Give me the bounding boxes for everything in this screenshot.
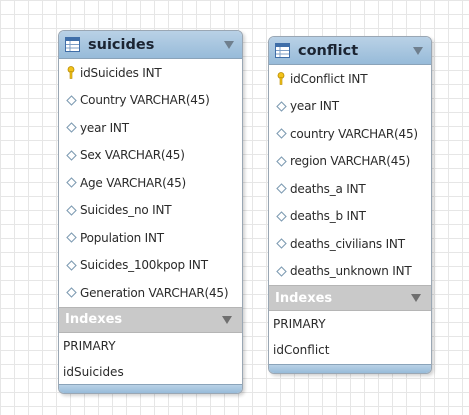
column-label: Suicides_no INT xyxy=(80,203,172,218)
column-label: year INT xyxy=(290,99,339,114)
column-label: region VARCHAR(45) xyxy=(290,154,411,169)
column-row[interactable]: Suicides_100kpop INT xyxy=(59,252,242,280)
column-label: country VARCHAR(45) xyxy=(290,126,418,141)
column-row[interactable]: idSuicides INT xyxy=(59,59,242,87)
column-label: deaths_a INT xyxy=(290,181,366,196)
primary-key-icon xyxy=(65,66,77,80)
table-header[interactable]: suicides xyxy=(59,31,242,59)
column-list: idConflict INT year INT country VARCHAR(… xyxy=(269,65,431,285)
table-footer xyxy=(269,364,431,373)
column-row[interactable]: country VARCHAR(45) xyxy=(269,120,431,148)
table-icon xyxy=(65,37,80,52)
column-diamond-icon xyxy=(65,94,77,106)
column-label: Suicides_100kpop INT xyxy=(80,258,208,273)
table-name: suicides xyxy=(88,36,155,53)
column-label: idConflict INT xyxy=(290,71,368,86)
table-footer xyxy=(59,384,242,393)
index-list: PRIMARY idSuicides xyxy=(59,333,242,385)
column-diamond-icon xyxy=(65,204,77,216)
column-diamond-icon xyxy=(275,128,287,140)
column-label: idSuicides INT xyxy=(80,65,162,80)
index-row[interactable]: idConflict xyxy=(273,343,330,357)
column-label: Age VARCHAR(45) xyxy=(80,175,186,190)
column-row[interactable]: region VARCHAR(45) xyxy=(269,148,431,176)
column-row[interactable]: deaths_b INT xyxy=(269,203,431,231)
index-row[interactable]: PRIMARY xyxy=(63,338,116,353)
column-diamond-icon xyxy=(275,265,287,277)
column-row[interactable]: Population INT xyxy=(59,224,242,252)
collapse-chevron-icon[interactable] xyxy=(411,44,425,58)
collapse-chevron-icon[interactable] xyxy=(409,291,423,305)
table-conflict[interactable]: conflict idConflict INT year INT country… xyxy=(268,36,432,374)
column-row[interactable]: Country VARCHAR(45) xyxy=(59,87,242,115)
indexes-label: Indexes xyxy=(65,312,123,327)
column-diamond-icon xyxy=(275,100,287,112)
column-label: Population INT xyxy=(80,230,164,245)
column-label: deaths_unknown INT xyxy=(290,264,412,279)
column-diamond-icon xyxy=(275,210,287,222)
column-diamond-icon xyxy=(65,177,77,189)
table-header[interactable]: conflict xyxy=(269,37,431,65)
column-label: Generation VARCHAR(45) xyxy=(80,285,229,300)
column-label: deaths_civilians INT xyxy=(290,236,405,251)
index-list: PRIMARY idConflict xyxy=(269,311,431,363)
indexes-header[interactable]: Indexes xyxy=(269,285,431,311)
column-row[interactable]: year INT xyxy=(59,114,242,142)
table-name: conflict xyxy=(298,42,359,59)
column-label: Sex VARCHAR(45) xyxy=(80,148,185,163)
column-row[interactable]: year INT xyxy=(269,93,431,121)
column-row[interactable]: Sex VARCHAR(45) xyxy=(59,142,242,170)
column-diamond-icon xyxy=(65,287,77,299)
column-label: deaths_b INT xyxy=(290,209,366,224)
table-suicides[interactable]: suicides idSuicides INT Country VARCHAR(… xyxy=(58,30,243,394)
column-row[interactable]: deaths_a INT xyxy=(269,175,431,203)
collapse-chevron-icon[interactable] xyxy=(222,38,236,52)
column-diamond-icon xyxy=(275,183,287,195)
column-label: year INT xyxy=(80,120,129,135)
column-diamond-icon xyxy=(65,232,77,244)
column-diamond-icon xyxy=(65,149,77,161)
column-diamond-icon xyxy=(65,259,77,271)
column-list: idSuicides INT Country VARCHAR(45) year … xyxy=(59,59,242,307)
primary-key-icon xyxy=(275,72,287,86)
column-row[interactable]: deaths_civilians INT xyxy=(269,230,431,258)
column-diamond-icon xyxy=(275,238,287,250)
column-row[interactable]: Suicides_no INT xyxy=(59,197,242,225)
column-row[interactable]: deaths_unknown INT xyxy=(269,258,431,286)
index-row[interactable]: PRIMARY xyxy=(273,317,326,331)
table-icon xyxy=(275,43,290,58)
column-label: Country VARCHAR(45) xyxy=(80,93,210,108)
indexes-header[interactable]: Indexes xyxy=(59,306,242,333)
column-diamond-icon xyxy=(275,155,287,167)
column-row[interactable]: Generation VARCHAR(45) xyxy=(59,279,242,307)
column-row[interactable]: idConflict INT xyxy=(269,65,431,93)
collapse-chevron-icon[interactable] xyxy=(220,313,234,327)
column-diamond-icon xyxy=(65,122,77,134)
column-row[interactable]: Age VARCHAR(45) xyxy=(59,169,242,197)
indexes-label: Indexes xyxy=(275,290,333,306)
index-row[interactable]: idSuicides xyxy=(63,364,124,379)
